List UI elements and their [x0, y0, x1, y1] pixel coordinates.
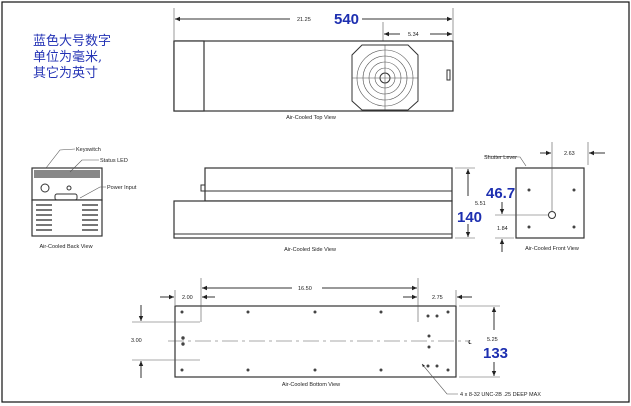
fan-grille-icon [351, 44, 419, 111]
left-offset-in: 2.00 [182, 295, 193, 301]
bottom-view: 2.00 16.50 2.75 3.00 ℄ 5.25 133 Air-Cool… [131, 278, 541, 398]
side-view-caption: Air-Cooled Side View [284, 247, 336, 253]
back-view-caption: Air-Cooled Back View [39, 244, 92, 250]
fan-offset-in: 5.34 [408, 32, 419, 38]
bottom-view-caption: Air-Cooled Bottom View [282, 382, 340, 388]
front-view: 2.63 Shutter Lever 46.7 1.84 Air-Cooled … [484, 142, 605, 252]
back-view: Keyswitch Status LED Power Input Air-Coo… [31, 147, 137, 250]
top-view-caption: Air-Cooled Top View [286, 115, 336, 121]
width-in: 5.25 [487, 337, 498, 343]
top-view: 21.25 540 5.34 Air-Cooled Top View [173, 8, 454, 121]
note-line-3: 其它为英寸 [33, 65, 98, 81]
units-note: 蓝色大号数字 单位为毫米, 其它为英寸 [33, 33, 111, 81]
shutter-offset-in: 2.63 [564, 151, 575, 157]
aperture-height-in: 1.84 [497, 226, 508, 232]
shutter-lever-label: Shutter Lever [484, 155, 517, 161]
width-mm: 133 [483, 345, 508, 362]
front-view-caption: Air-Cooled Front View [525, 246, 579, 252]
height-mm: 140 [457, 209, 482, 226]
hole-span-in: 16.50 [298, 286, 312, 292]
status-led-label: Status LED [100, 158, 128, 164]
right-offset-in: 2.75 [432, 295, 443, 301]
height-in: 5.51 [475, 201, 486, 207]
centerline-symbol: ℄ [467, 340, 472, 346]
hole-spacing-in: 3.00 [131, 338, 142, 344]
note-line-1: 蓝色大号数字 [33, 33, 111, 49]
thread-note: 4 x 8-32 UNC-2B .25 DEEP MAX [460, 392, 541, 398]
note-line-2: 单位为毫米, [33, 49, 102, 65]
overall-length-in: 21.25 [297, 17, 311, 23]
keyswitch-label: Keyswitch [76, 147, 101, 153]
overall-length-mm: 540 [334, 11, 359, 28]
power-input-label: Power Input [107, 185, 137, 191]
side-view: 5.51 140 Air-Cooled Side View [173, 167, 486, 253]
aperture-height-mm: 46.7 [486, 185, 515, 202]
